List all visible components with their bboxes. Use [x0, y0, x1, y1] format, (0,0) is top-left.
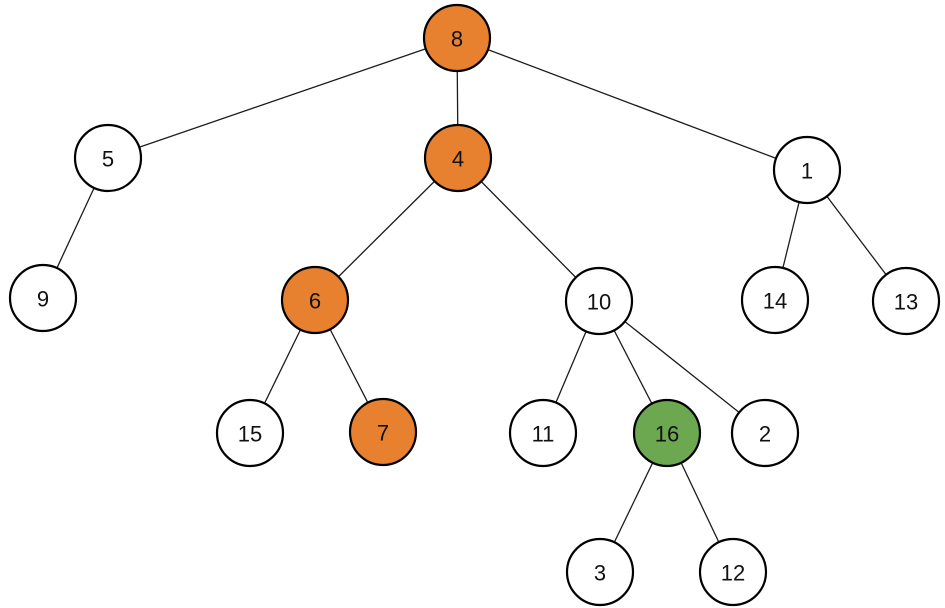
node-label-3: 3: [594, 561, 606, 586]
node-circle-1[interactable]: [772, 135, 842, 205]
node-label-9: 9: [37, 287, 49, 312]
node-circle-15[interactable]: [215, 398, 285, 468]
node-circle-5[interactable]: [73, 123, 143, 193]
node-circle-10[interactable]: [564, 266, 634, 336]
tree-node-11[interactable]: 11: [508, 398, 578, 468]
node-circle-14[interactable]: [740, 265, 810, 335]
tree-node-6[interactable]: 6: [280, 265, 350, 335]
node-label-2: 2: [759, 422, 771, 447]
node-circle-3[interactable]: [565, 537, 635, 607]
tree-node-10[interactable]: 10: [564, 266, 634, 336]
node-circle-16[interactable]: [632, 398, 702, 468]
node-circle-13[interactable]: [871, 266, 941, 336]
tree-node-14[interactable]: 14: [740, 265, 810, 335]
node-label-15: 15: [238, 422, 262, 447]
node-label-11: 11: [532, 422, 555, 447]
node-label-14: 14: [763, 289, 787, 314]
tree-node-5[interactable]: 5: [73, 123, 143, 193]
tree-node-15[interactable]: 15: [215, 398, 285, 468]
node-circle-2[interactable]: [730, 398, 800, 468]
tree-node-8[interactable]: 8: [422, 3, 492, 73]
tree-node-1[interactable]: 1: [772, 135, 842, 205]
node-label-12: 12: [721, 561, 745, 586]
tree-node-13[interactable]: 13: [871, 266, 941, 336]
node-circle-9[interactable]: [8, 263, 78, 333]
node-circle-7[interactable]: [348, 397, 418, 467]
tree-edge-8-5: [107, 37, 458, 159]
node-label-4: 4: [452, 147, 464, 172]
node-circle-12[interactable]: [698, 537, 768, 607]
node-label-7: 7: [377, 421, 389, 446]
node-circle-11[interactable]: [508, 398, 578, 468]
node-circle-8[interactable]: [422, 3, 492, 73]
tree-node-12[interactable]: 12: [698, 537, 768, 607]
node-label-5: 5: [102, 147, 114, 172]
node-label-8: 8: [451, 27, 463, 52]
tree-node-2[interactable]: 2: [730, 398, 800, 468]
tree-node-9[interactable]: 9: [8, 263, 78, 333]
tree-node-7[interactable]: 7: [348, 397, 418, 467]
node-label-13: 13: [894, 290, 918, 315]
node-label-10: 10: [587, 290, 611, 315]
node-circle-4[interactable]: [423, 123, 493, 193]
node-label-1: 1: [801, 159, 813, 184]
tree-node-16[interactable]: 16: [632, 398, 702, 468]
tree-edge-10-2: [598, 300, 766, 434]
tree-node-3[interactable]: 3: [565, 537, 635, 607]
node-circle-6[interactable]: [280, 265, 350, 335]
tree-edge-8-1: [456, 37, 808, 171]
node-label-6: 6: [309, 289, 321, 314]
node-label-16: 16: [655, 422, 679, 447]
tree-node-4[interactable]: 4: [423, 123, 493, 193]
